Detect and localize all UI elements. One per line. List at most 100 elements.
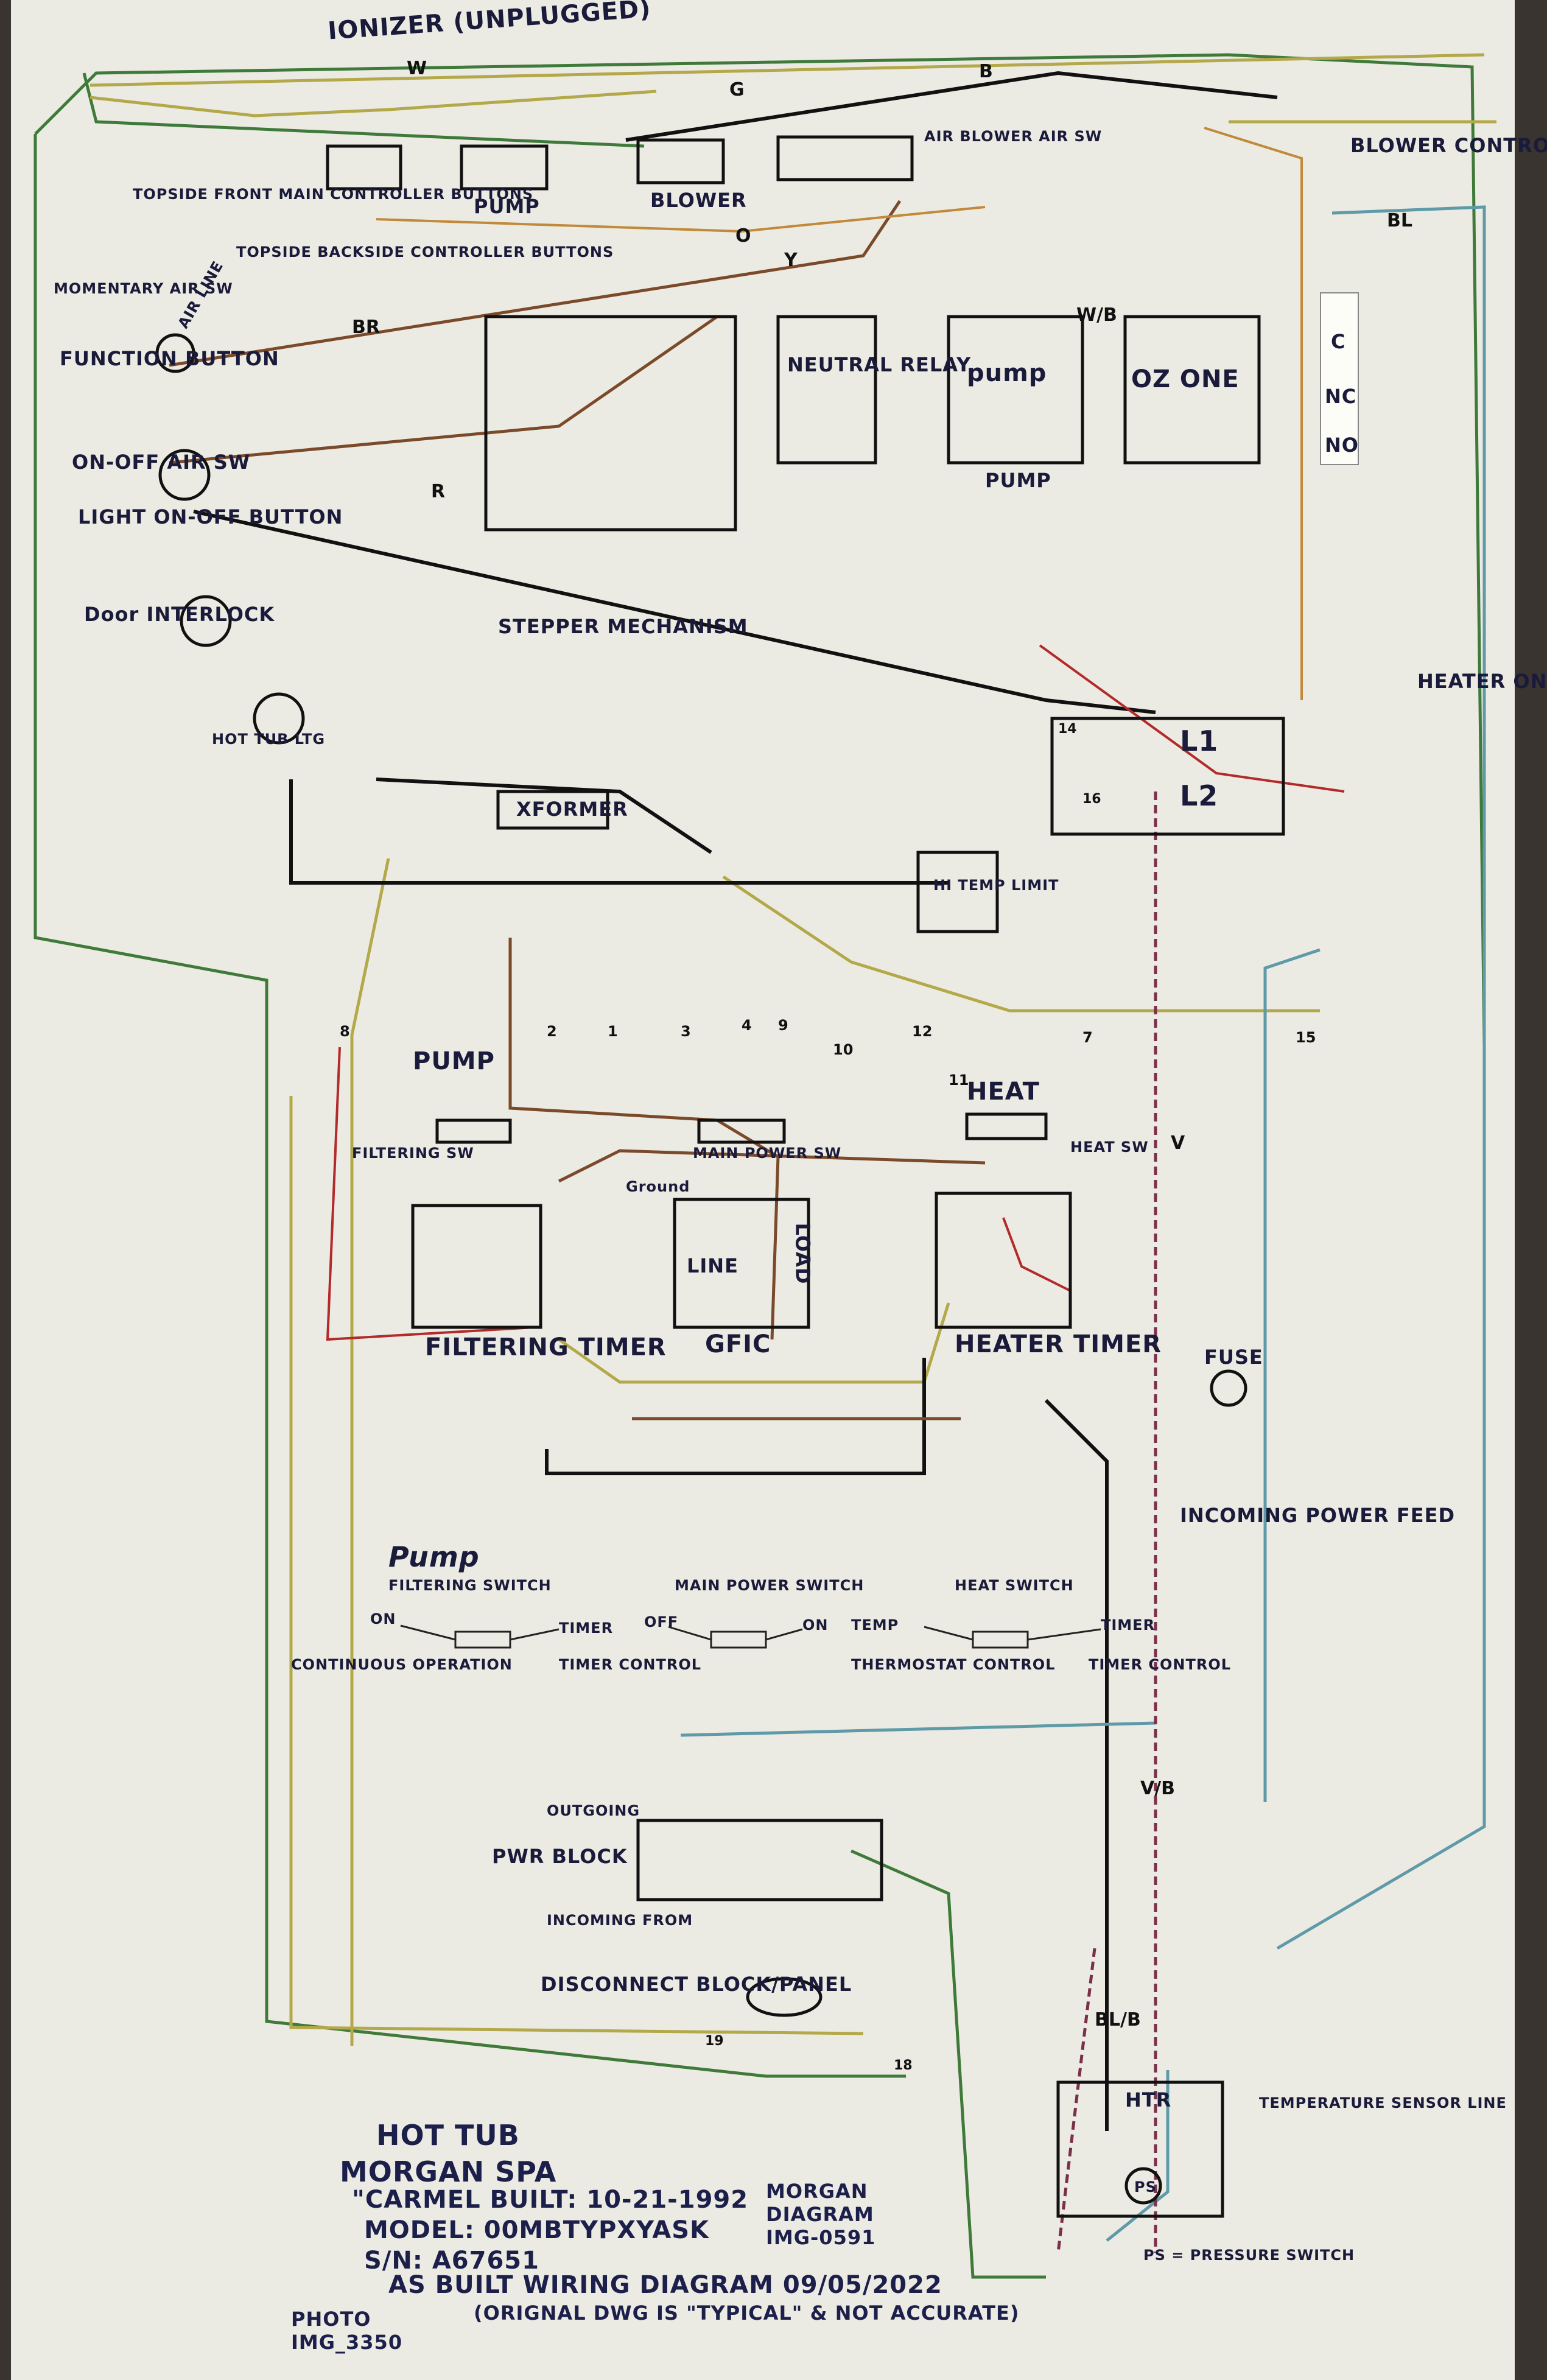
red-wires <box>326 644 1345 1341</box>
disconnect-label: DISCONNECT BLOCK/PANEL <box>541 1973 852 1996</box>
gfic-load-label: LOAD <box>791 1223 815 1285</box>
terminal-3: 3 <box>681 1023 691 1040</box>
gfic-box <box>673 1198 810 1329</box>
terminal-10: 10 <box>833 1041 854 1058</box>
legend-off: OFF <box>644 1613 679 1631</box>
relay-legend-no: NO <box>1325 434 1359 457</box>
momentary-air-label: MOMENTARY AIR SW <box>54 280 233 297</box>
legend-thermostat-control: THERMOSTAT CONTROL <box>851 1656 1056 1673</box>
neutral-relay-block <box>776 315 877 465</box>
wire-code-b: B <box>979 61 993 82</box>
legend-timer-control2: TIMER CONTROL <box>1089 1656 1232 1673</box>
title-line1: HOT TUB <box>376 2119 520 2152</box>
terminal-14: 14 <box>1058 721 1077 737</box>
terminal-4: 4 <box>742 1017 752 1034</box>
hi-temp-limit-block <box>916 851 999 933</box>
disconnect-symbol <box>746 1977 823 2017</box>
pump-top-label: PUMP <box>474 195 540 218</box>
blower-terminal-block <box>636 138 725 184</box>
ozone-relay-block <box>1123 315 1261 465</box>
wire-code-y: Y <box>784 250 798 271</box>
relay-contact-legend: C NC NO <box>1320 292 1359 465</box>
temp-sensor-label: TEMPERATURE SENSOR LINE <box>1259 2094 1507 2111</box>
function-button-label: FUNCTION BUTTON <box>60 347 279 370</box>
incoming-power-label: INCOMING POWER FEED <box>1180 1504 1456 1527</box>
title-line3: "CARMEL BUILT: 10-21-1992 <box>352 2186 749 2214</box>
outgoing-label: OUTGOING <box>547 1802 640 1819</box>
main-power-switch-symbol <box>697 1118 786 1144</box>
heat-sw-label: HEAT SW <box>1070 1139 1149 1156</box>
stepper-label: STEPPER MECHANISM <box>498 615 748 638</box>
relay-legend-c: C <box>1331 330 1346 353</box>
l2-label: L2 <box>1180 779 1219 812</box>
heat-mid-label: HEAT <box>967 1078 1040 1106</box>
ground-label: Ground <box>626 1178 690 1195</box>
wire-code-vb: V/B <box>1140 1778 1176 1799</box>
hi-temp-limit-label: HI TEMP LIMIT <box>933 877 1059 894</box>
gfic-label: GFIC <box>705 1330 771 1358</box>
switch-legend-symbols <box>400 1624 1101 1649</box>
gfic-line-label: LINE <box>687 1254 738 1277</box>
wire-diagram <box>33 53 1496 2279</box>
wire-code-blb: BL/B <box>1095 2009 1141 2031</box>
orange-wires <box>376 127 1303 700</box>
xformer-label: XFORMER <box>516 798 628 821</box>
component-outlines <box>326 135 1285 2218</box>
xformer-block <box>496 790 609 830</box>
wire-code-g: G <box>729 79 745 100</box>
title-line3b: MORGAN DIAGRAM IMG-0591 <box>766 2180 876 2249</box>
legend-on2: ON <box>802 1617 829 1634</box>
blue-wires <box>680 205 1486 2242</box>
heat-switch-symbol <box>965 1112 1048 1140</box>
terminal-15: 15 <box>1296 1029 1316 1046</box>
filtering-sw-label: FILTERING SW <box>352 1145 474 1162</box>
legend-on: ON <box>370 1610 396 1627</box>
door-interlock-circle <box>180 595 232 647</box>
topside-back-label: TOPSIDE BACKSIDE CONTROLLER BUTTONS <box>236 244 614 261</box>
terminal-1: 1 <box>608 1023 618 1040</box>
terminal-2: 2 <box>547 1023 557 1040</box>
relay-legend-nc: NC <box>1325 385 1357 408</box>
hot-tub-ltg-circle <box>253 692 305 745</box>
hot-tub-ltg-label: HOT TUB LTG <box>212 731 326 748</box>
wire-code-w: W <box>407 58 427 79</box>
pump-mid-label: PUMP <box>413 1047 495 1075</box>
onoff-air-circle <box>158 449 211 501</box>
contactor-l1-l2 <box>1050 717 1285 836</box>
filtering-timer-box <box>411 1204 542 1329</box>
topside-front-label: TOPSIDE FRONT MAIN CONTROLLER BUTTONS <box>133 186 534 203</box>
legend-timer2: TIMER <box>1101 1617 1156 1634</box>
pump-sub-label: PUMP <box>985 469 1051 492</box>
terminal-8: 8 <box>340 1023 350 1040</box>
terminal-19: 19 <box>705 2034 724 2049</box>
neutral-relay-label: NEUTRAL RELAY <box>787 353 972 376</box>
violet-wires <box>1056 792 1157 2253</box>
air-blower-sw-label: AIR BLOWER AIR SW <box>924 128 1103 145</box>
pwr-block-label: PWR BLOCK <box>492 1845 628 1868</box>
filtering-switch-symbol <box>435 1118 512 1144</box>
terminal-16: 16 <box>1082 792 1101 807</box>
heat-switch-legend: HEAT SWITCH <box>955 1577 1074 1594</box>
pump-relay-block <box>947 315 1084 465</box>
wire-code-r: R <box>431 481 446 502</box>
wire-code-wb: W/B <box>1076 304 1117 326</box>
ps-note-label: PS = PRESSURE SWITCH <box>1143 2247 1355 2264</box>
terminal-12: 12 <box>912 1023 933 1040</box>
main-power-switch-legend: MAIN POWER SWITCH <box>675 1577 865 1594</box>
white-wires <box>89 53 1496 2046</box>
terminal-11: 11 <box>949 1072 969 1089</box>
terminal-7: 7 <box>1082 1029 1093 1046</box>
blower-top-label: BLOWER <box>650 189 747 212</box>
title-line2: MORGAN SPA <box>340 2155 557 2188</box>
wire-code-v: V <box>1171 1132 1185 1154</box>
pump-terminal-block <box>460 144 549 191</box>
title-line7: (ORIGNAL DWG IS "TYPICAL" & NOT ACCURATE… <box>474 2301 1020 2325</box>
legend-temp: TEMP <box>851 1617 899 1634</box>
main-power-sw-label: MAIN POWER SW <box>693 1145 842 1162</box>
blower-controller-label: BLOWER CONTROLLER <box>1350 134 1547 157</box>
title-line5: S/N: A67651 <box>364 2247 539 2275</box>
legend-timer-control: TIMER CONTROL <box>559 1656 702 1673</box>
ps-label: PS <box>1134 2178 1157 2196</box>
title-photo: PHOTO IMG_3350 <box>291 2308 403 2354</box>
ozone-label: OZ ONE <box>1131 365 1240 393</box>
